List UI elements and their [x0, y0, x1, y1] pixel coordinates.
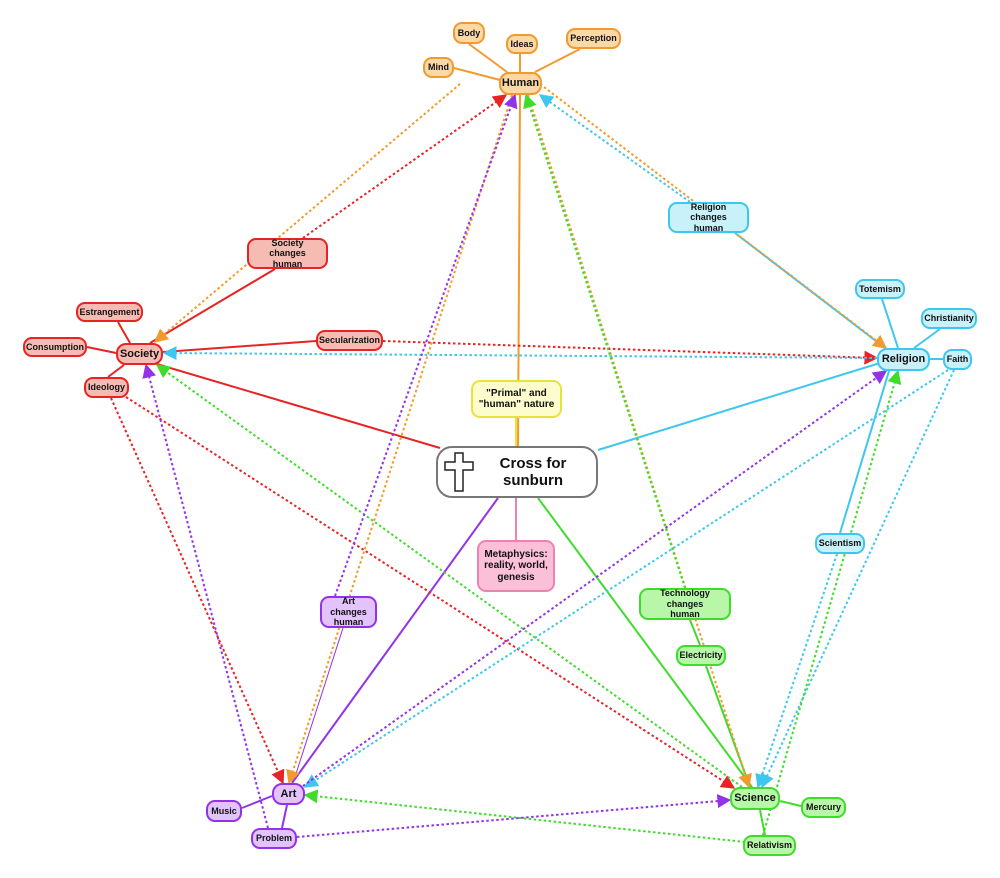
node-society[interactable]: Society — [116, 343, 163, 365]
arrow-art-human — [334, 93, 518, 597]
node-christianity[interactable]: Christianity — [921, 308, 977, 329]
arrow-secularization-religion — [382, 340, 879, 365]
node-center-cross[interactable]: Cross for sunburn — [436, 446, 598, 498]
center-label: Cross for sunburn — [499, 454, 567, 489]
edge-art-problem — [281, 804, 288, 829]
node-estrangement[interactable]: Estrangement — [76, 302, 143, 322]
node-secularization[interactable]: Secularization — [316, 330, 383, 351]
node-body[interactable]: Body — [453, 22, 485, 44]
arrow-problem-science — [296, 794, 732, 838]
arrow-science-society — [155, 364, 743, 788]
edge-religion-scientism — [839, 370, 890, 534]
arrow-faith-art — [303, 369, 949, 788]
edge-human-mind — [453, 67, 501, 81]
edge-religion-totemism — [881, 298, 899, 349]
node-primal-nature[interactable]: "Primal" and "human" nature — [471, 380, 562, 418]
arrow-religion-society — [162, 346, 878, 361]
node-faith[interactable]: Faith — [943, 349, 972, 370]
node-consumption[interactable]: Consumption — [23, 337, 87, 357]
arrow-ideology-art — [110, 397, 285, 785]
arrow-relativism-religion — [762, 369, 902, 836]
arrow-relativism-art — [303, 789, 746, 843]
arrow-problem-society — [142, 363, 269, 829]
edge-art-changes — [292, 627, 344, 784]
arrow-ideology-science — [125, 396, 736, 789]
node-perception[interactable]: Perception — [566, 28, 621, 49]
node-society-changes-human[interactable]: Society changes human — [247, 238, 328, 269]
edge-society-secularization — [162, 340, 317, 353]
node-religion[interactable]: Religion — [877, 348, 930, 371]
edge-society-ideology — [107, 364, 125, 378]
arrow-tech-human — [523, 93, 686, 589]
arrow-scientism-science — [755, 553, 838, 789]
node-ideas[interactable]: Ideas — [506, 34, 538, 54]
arrow-human-society — [153, 83, 461, 343]
node-human[interactable]: Human — [499, 72, 542, 95]
edge-science-mercury — [779, 800, 802, 807]
edge-center-art — [291, 497, 499, 784]
edge-society-changes — [149, 268, 276, 344]
edge-religion-christianity — [913, 328, 941, 349]
node-science[interactable]: Science — [730, 787, 780, 810]
edge-art-music — [241, 795, 273, 809]
node-metaphysics[interactable]: Metaphysics: reality, world, genesis — [477, 540, 555, 592]
edge-human-body — [468, 43, 508, 73]
edge-society-consumption — [86, 346, 117, 354]
arrow-human-science — [527, 94, 752, 789]
node-art-changes-human[interactable]: Art changes human — [320, 596, 377, 628]
node-relativism[interactable]: Relativism — [743, 835, 796, 856]
arrow-society-human — [302, 94, 508, 239]
edge-center-religion — [597, 362, 881, 451]
node-electricity[interactable]: Electricity — [676, 645, 726, 666]
node-technology-changes-human[interactable]: Technology changes human — [639, 588, 731, 620]
node-totemism[interactable]: Totemism — [855, 279, 905, 299]
node-art[interactable]: Art — [272, 783, 305, 805]
edge-center-science — [537, 497, 753, 788]
edge-society-estrangement — [117, 321, 131, 344]
node-mind[interactable]: Mind — [423, 57, 454, 78]
edge-tech-electricity — [689, 619, 701, 646]
edge-science-relativism — [759, 809, 766, 836]
arrow-human-art — [286, 94, 513, 785]
node-mercury[interactable]: Mercury — [801, 797, 846, 818]
arrow-art-religion — [302, 370, 888, 787]
node-religion-changes-human[interactable]: Religion changes human — [668, 202, 749, 233]
node-scientism[interactable]: Scientism — [815, 533, 865, 554]
cross-icon — [444, 452, 474, 492]
node-problem[interactable]: Problem — [251, 828, 297, 849]
arrow-faith-science — [760, 369, 955, 789]
edge-center-society — [149, 361, 441, 449]
node-ideology[interactable]: Ideology — [84, 377, 129, 398]
arrow-religion-human — [538, 94, 691, 203]
node-music[interactable]: Music — [206, 800, 242, 822]
edge-human-perception — [534, 48, 581, 73]
